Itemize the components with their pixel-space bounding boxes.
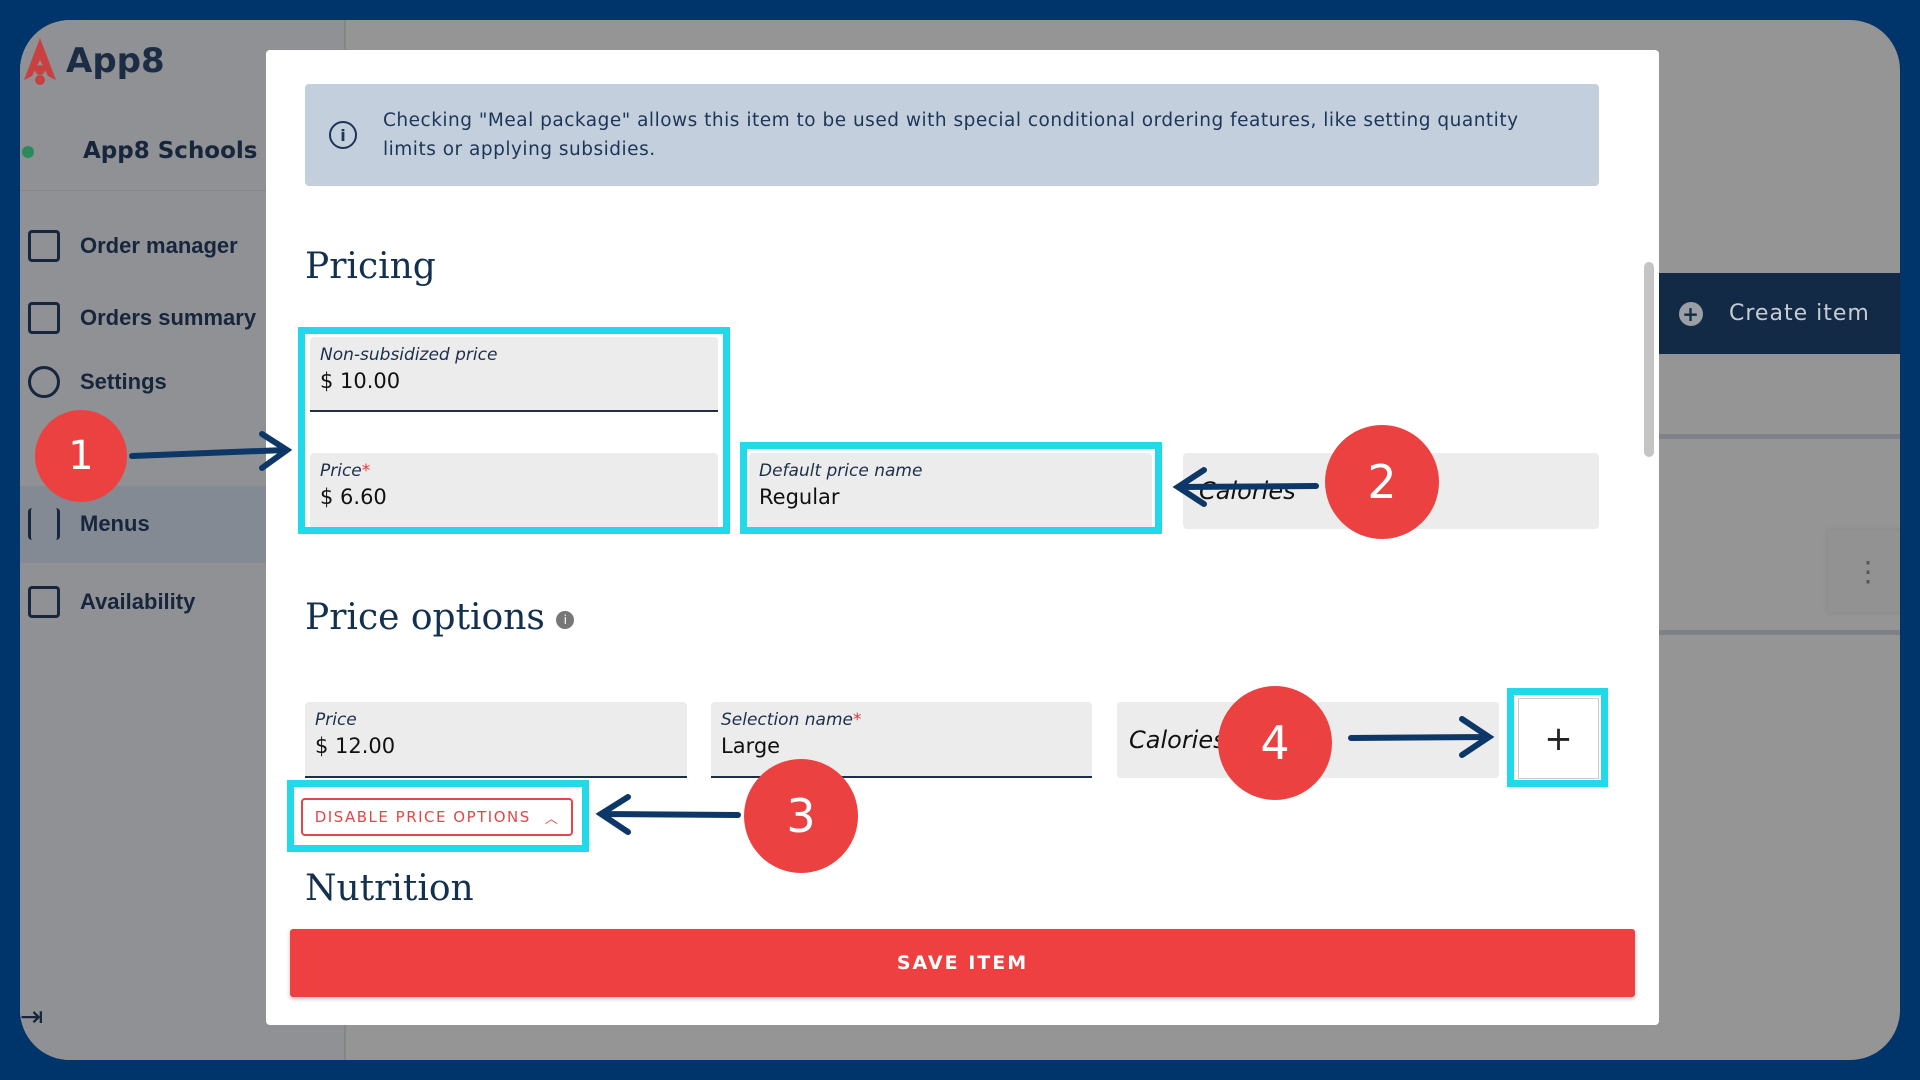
app-name: App8 (66, 41, 165, 81)
highlight-box-add (1507, 688, 1608, 787)
info-icon: i (329, 121, 357, 149)
app-logo: App8 (20, 36, 165, 86)
field-value: $ 10.00 (320, 369, 401, 393)
default-price-name-field[interactable]: Default price name Regular (749, 453, 1152, 527)
divider (1659, 434, 1900, 439)
fork-knife-icon (28, 508, 60, 540)
field-value: Large (721, 734, 781, 758)
non-subsidized-price-field[interactable]: Non-subsidized price $ 10.00 (310, 337, 718, 412)
rocket-logo-icon (24, 38, 56, 85)
create-item-label: Create item (1729, 301, 1870, 326)
sidebar-item-order-manager[interactable]: Order manager (28, 230, 238, 262)
gear-icon (28, 366, 60, 398)
sidebar-item-label: Settings (80, 369, 167, 394)
highlight-box-disable (287, 780, 589, 852)
sidebar-item-orders-summary[interactable]: Orders summary (28, 302, 256, 334)
divider (20, 190, 346, 191)
sidebar-item-label: Availability (80, 589, 196, 614)
annotation-2: 2 (1325, 425, 1439, 539)
field-value: $ 6.60 (320, 485, 387, 509)
required-mark: * (361, 461, 371, 481)
field-value: $ 12.00 (315, 734, 396, 758)
annotation-3: 3 (744, 759, 858, 873)
field-value: Regular (759, 485, 840, 509)
button-label: DISABLE PRICE OPTIONS (314, 808, 531, 826)
highlight-box-default-name (740, 442, 1162, 534)
option-price-field[interactable]: Price $ 12.00 (305, 702, 687, 778)
nutrition-heading: Nutrition (305, 868, 474, 909)
sidebar-item-label: Orders summary (80, 305, 257, 330)
highlight-box-pricing (298, 327, 730, 534)
disable-price-options-button[interactable]: DISABLE PRICE OPTIONS ︿ (301, 798, 573, 836)
save-item-button[interactable]: SAVE ITEM (290, 929, 1635, 997)
annotation-1: 1 (35, 410, 127, 502)
sidebar-item-availability[interactable]: Availability (28, 586, 195, 618)
field-label: Price (315, 710, 357, 730)
more-options-icon[interactable]: ⋮ (1828, 530, 1900, 612)
add-price-option-button[interactable]: + (1518, 698, 1599, 779)
sidebar-item-label: Order manager (80, 233, 238, 258)
selection-name-field[interactable]: Selection name* Large (711, 702, 1092, 778)
divider (1659, 630, 1900, 635)
calories-placeholder: Calories (1199, 477, 1296, 505)
annotation-4: 4 (1218, 686, 1332, 800)
clipboard-check-icon (28, 302, 60, 334)
meal-package-info-banner: i Checking "Meal package" allows this it… (305, 84, 1599, 186)
sidebar-item-settings[interactable]: Settings (28, 366, 167, 398)
field-label: Non-subsidized price (320, 345, 498, 365)
sidebar-item-label: Menus (80, 511, 150, 536)
heading-text: Price options (305, 597, 545, 638)
required-mark: * (852, 710, 862, 730)
field-label: Price (320, 461, 362, 481)
edit-item-modal (266, 50, 1659, 1025)
calories-placeholder: Calories (1129, 726, 1226, 754)
field-label: Selection name (721, 710, 853, 730)
plus-circle-icon: + (1679, 301, 1703, 326)
info-text: Checking "Meal package" allows this item… (383, 110, 1519, 160)
modal-scrollbar[interactable] (1644, 262, 1654, 457)
price-options-heading: Price options i (305, 597, 575, 638)
logout-icon[interactable]: ⇥ (20, 1000, 44, 1033)
org-name[interactable]: App8 Schools (83, 138, 258, 164)
create-item-button[interactable]: + Create item (1659, 273, 1900, 354)
chevron-up-icon: ︿ (544, 811, 560, 827)
price-field[interactable]: Price* $ 6.60 (310, 453, 718, 527)
sidebar-item-menus[interactable]: Menus (28, 508, 150, 540)
status-dot (22, 146, 34, 158)
pricing-heading: Pricing (305, 246, 436, 287)
field-label: Default price name (759, 461, 923, 481)
receipt-clock-icon (28, 230, 60, 262)
info-icon[interactable]: i (556, 611, 575, 629)
calendar-icon (28, 586, 60, 618)
